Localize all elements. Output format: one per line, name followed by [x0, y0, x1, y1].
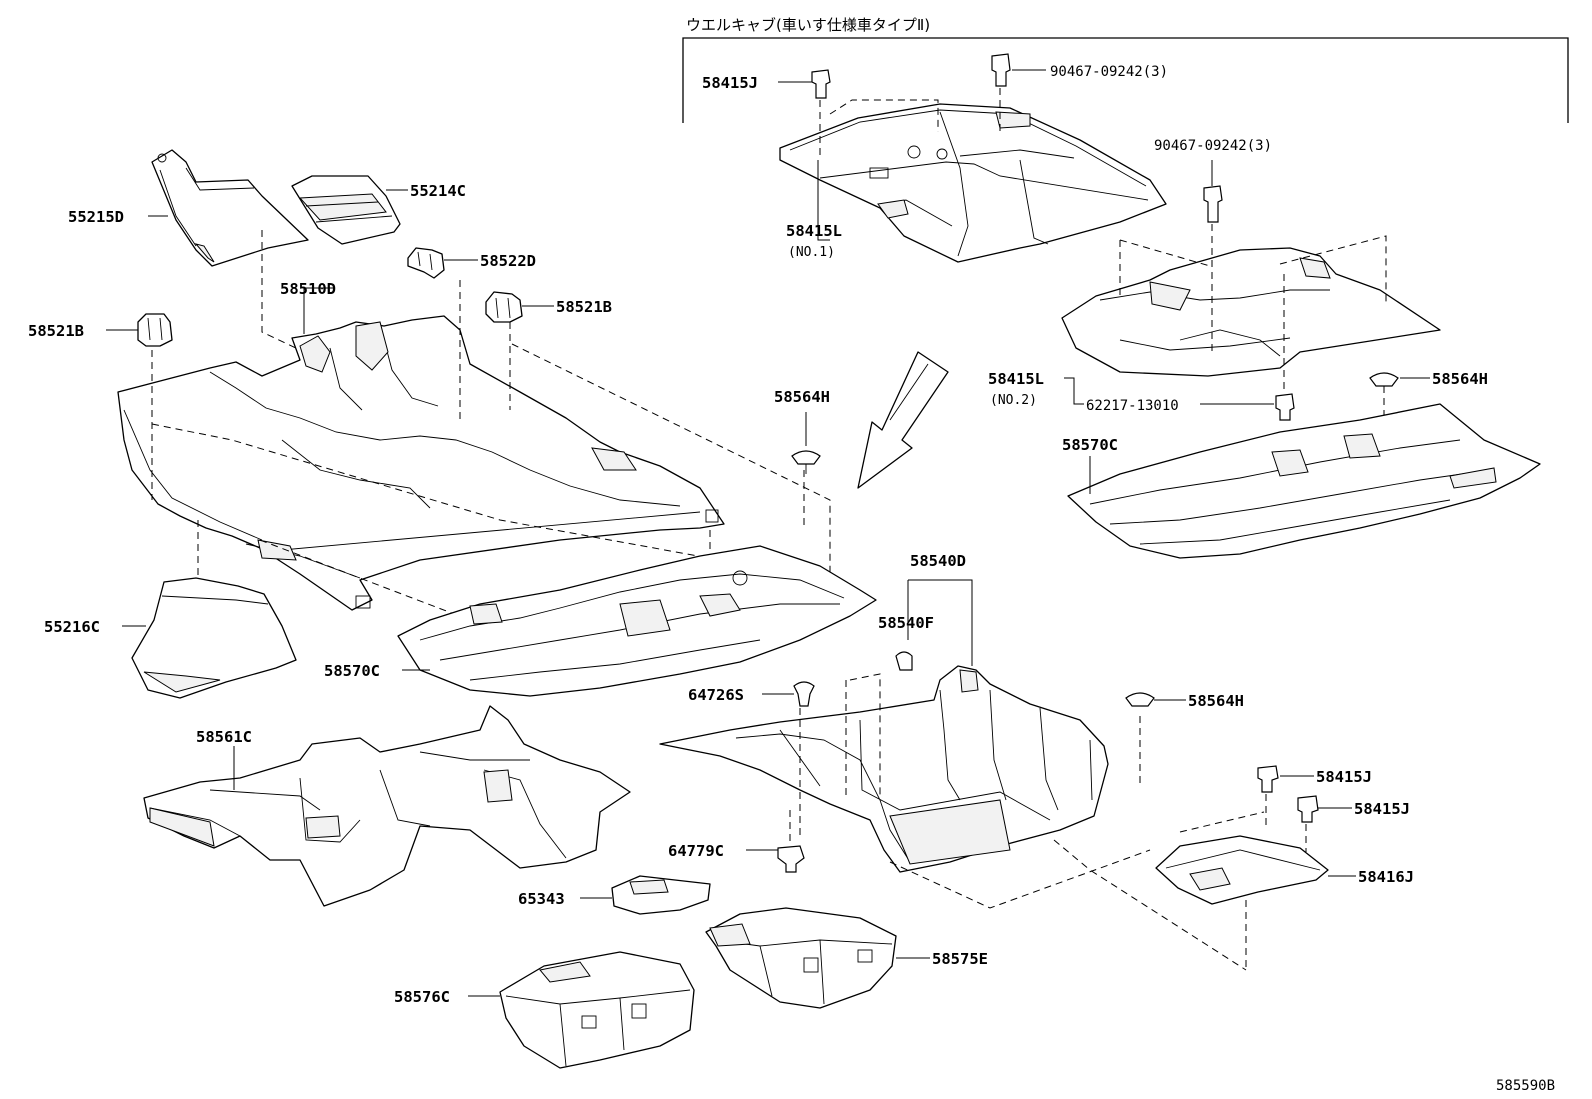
part-58575E[interactable] — [705, 907, 897, 1009]
part-58564H-right[interactable] — [1369, 372, 1399, 387]
label-58521B-right: 58521B — [556, 298, 612, 316]
part-58570C-left[interactable] — [397, 545, 877, 697]
label-58415J-top: 58415J — [702, 74, 758, 92]
variant-title: ウエルキャブ(車いす仕様車タイプⅡ) — [686, 16, 930, 34]
label-58575E: 58575E — [932, 950, 988, 968]
part-58415J-a[interactable] — [1257, 765, 1279, 793]
assembly-guide-lines-right — [1119, 224, 1387, 390]
part-58576C[interactable] — [499, 951, 695, 1069]
label-55216C: 55216C — [44, 618, 100, 636]
label-58415J-b: 58415J — [1354, 800, 1410, 818]
label-58415L-no1: 58415L — [786, 222, 842, 240]
label-65343: 65343 — [518, 890, 565, 908]
part-58415L-no2[interactable] — [1061, 247, 1441, 377]
label-55215D: 55215D — [68, 208, 124, 226]
label-90467-b: 90467-09242(3) — [1154, 138, 1272, 154]
part-58570C-right[interactable] — [1067, 403, 1541, 559]
part-58564H-mid[interactable] — [791, 450, 821, 474]
part-58522D[interactable] — [407, 247, 445, 279]
part-55216C[interactable] — [131, 577, 297, 699]
label-62217: 62217-13010 — [1086, 398, 1179, 414]
part-58561C[interactable] — [143, 705, 631, 907]
part-64726S[interactable] — [793, 681, 815, 707]
part-58564H-low[interactable] — [1125, 692, 1155, 707]
part-58521B-right[interactable] — [485, 291, 523, 323]
label-58570C-right: 58570C — [1062, 436, 1118, 454]
label-58561C: 58561C — [196, 728, 252, 746]
label-58540F: 58540F — [878, 614, 934, 632]
part-90467-clip-a[interactable] — [991, 53, 1011, 87]
part-90467-clip-b[interactable] — [1203, 185, 1223, 223]
part-65343[interactable] — [611, 875, 711, 915]
assembly-guide-lines-tray — [799, 673, 1265, 971]
part-55214C[interactable] — [291, 175, 401, 245]
variant-frame: ウエルキャブ(車いす仕様車タイプⅡ) — [682, 16, 1569, 123]
label-58510D: 58510D — [280, 280, 336, 298]
label-58564H-mid: 58564H — [774, 388, 830, 406]
label-58415L-no1-note: (NO.1) — [788, 245, 835, 260]
part-58540F-clip[interactable] — [895, 651, 913, 671]
part-58521B-left[interactable] — [137, 313, 173, 347]
label-58522D: 58522D — [480, 252, 536, 270]
label-58576C: 58576C — [394, 988, 450, 1006]
label-58570C-left: 58570C — [324, 662, 380, 680]
label-58564H-right: 58564H — [1432, 370, 1488, 388]
part-64779C[interactable] — [777, 845, 805, 873]
part-58510D-carpet[interactable] — [117, 315, 725, 611]
label-58415L-no2-note: (NO.2) — [990, 393, 1037, 408]
part-58416J[interactable] — [1155, 835, 1329, 905]
label-58415J-a: 58415J — [1316, 768, 1372, 786]
direction-arrow — [857, 351, 949, 489]
label-90467-a: 90467-09242(3) — [1050, 64, 1168, 80]
label-58415L-no2: 58415L — [988, 370, 1044, 388]
part-62217-clip[interactable] — [1275, 393, 1295, 421]
label-58416J: 58416J — [1358, 868, 1414, 886]
part-58415J-top[interactable] — [811, 69, 831, 99]
part-55215D[interactable] — [151, 149, 309, 267]
figure-code: 585590B — [1496, 1078, 1555, 1094]
label-64779C: 64779C — [668, 842, 724, 860]
label-58521B-left: 58521B — [28, 322, 84, 340]
label-64726S: 64726S — [688, 686, 744, 704]
label-58540D: 58540D — [910, 552, 966, 570]
part-58415L-no1[interactable] — [779, 103, 1167, 263]
label-58564H-low: 58564H — [1188, 692, 1244, 710]
assembly-guide-lines-top — [819, 88, 1001, 158]
part-58540D-tray[interactable] — [659, 665, 1109, 873]
label-55214C: 55214C — [410, 182, 466, 200]
part-58415J-b[interactable] — [1297, 795, 1319, 823]
